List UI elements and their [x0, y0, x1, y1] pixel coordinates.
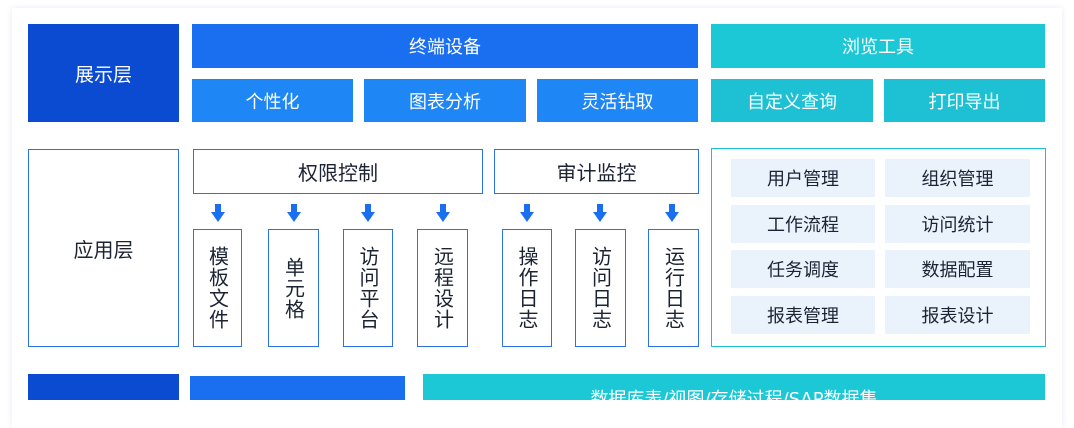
permission-item-template-file: 模板文件	[193, 229, 242, 347]
arrow-down-icon	[361, 204, 375, 222]
layer-label-presentation: 展示层	[28, 24, 179, 122]
feature-drilldown: 灵活钻取	[537, 79, 698, 122]
feature-print-export: 打印导出	[884, 79, 1045, 122]
mgmt-report-management: 报表管理	[731, 296, 875, 334]
mgmt-data-config: 数据配置	[885, 250, 1030, 288]
arrow-down-icon	[520, 204, 534, 222]
mgmt-org-management: 组织管理	[885, 159, 1030, 197]
arrow-down-icon	[287, 204, 301, 222]
browser-tools-header: 浏览工具	[711, 24, 1045, 68]
permission-item-access-platform: 访问平台	[343, 229, 393, 347]
permission-item-cell: 单元格	[268, 229, 319, 347]
feature-custom-query: 自定义查询	[711, 79, 873, 122]
permission-item-remote-design: 远程设计	[417, 229, 468, 347]
arrow-down-icon	[436, 204, 450, 222]
audit-item-runtime-log: 运行日志	[648, 229, 699, 347]
feature-chart-analysis: 图表分析	[364, 79, 526, 122]
arrow-down-icon	[593, 204, 607, 222]
data-sources-block: 数据库表/视图/存储过程/SAP数据集	[423, 374, 1045, 400]
mgmt-task-scheduling: 任务调度	[731, 250, 875, 288]
audit-monitoring-header: 审计监控	[494, 149, 699, 194]
audit-item-operation-log: 操作日志	[502, 229, 552, 347]
feature-personalization: 个性化	[192, 79, 353, 122]
data-layer-block	[190, 376, 405, 400]
layer-label-data	[28, 374, 179, 400]
layer-label-application: 应用层	[28, 149, 179, 347]
permission-control-header: 权限控制	[193, 149, 483, 194]
mgmt-access-stats: 访问统计	[885, 205, 1030, 243]
terminal-devices-header: 终端设备	[192, 24, 698, 68]
audit-item-access-log: 访问日志	[575, 229, 626, 347]
mgmt-workflow: 工作流程	[731, 205, 875, 243]
mgmt-report-design: 报表设计	[885, 296, 1030, 334]
mgmt-user-management: 用户管理	[731, 159, 875, 197]
arrow-down-icon	[211, 204, 225, 222]
data-sources-label: 数据库表/视图/存储过程/SAP数据集	[590, 389, 878, 400]
arrow-down-icon	[665, 204, 679, 222]
